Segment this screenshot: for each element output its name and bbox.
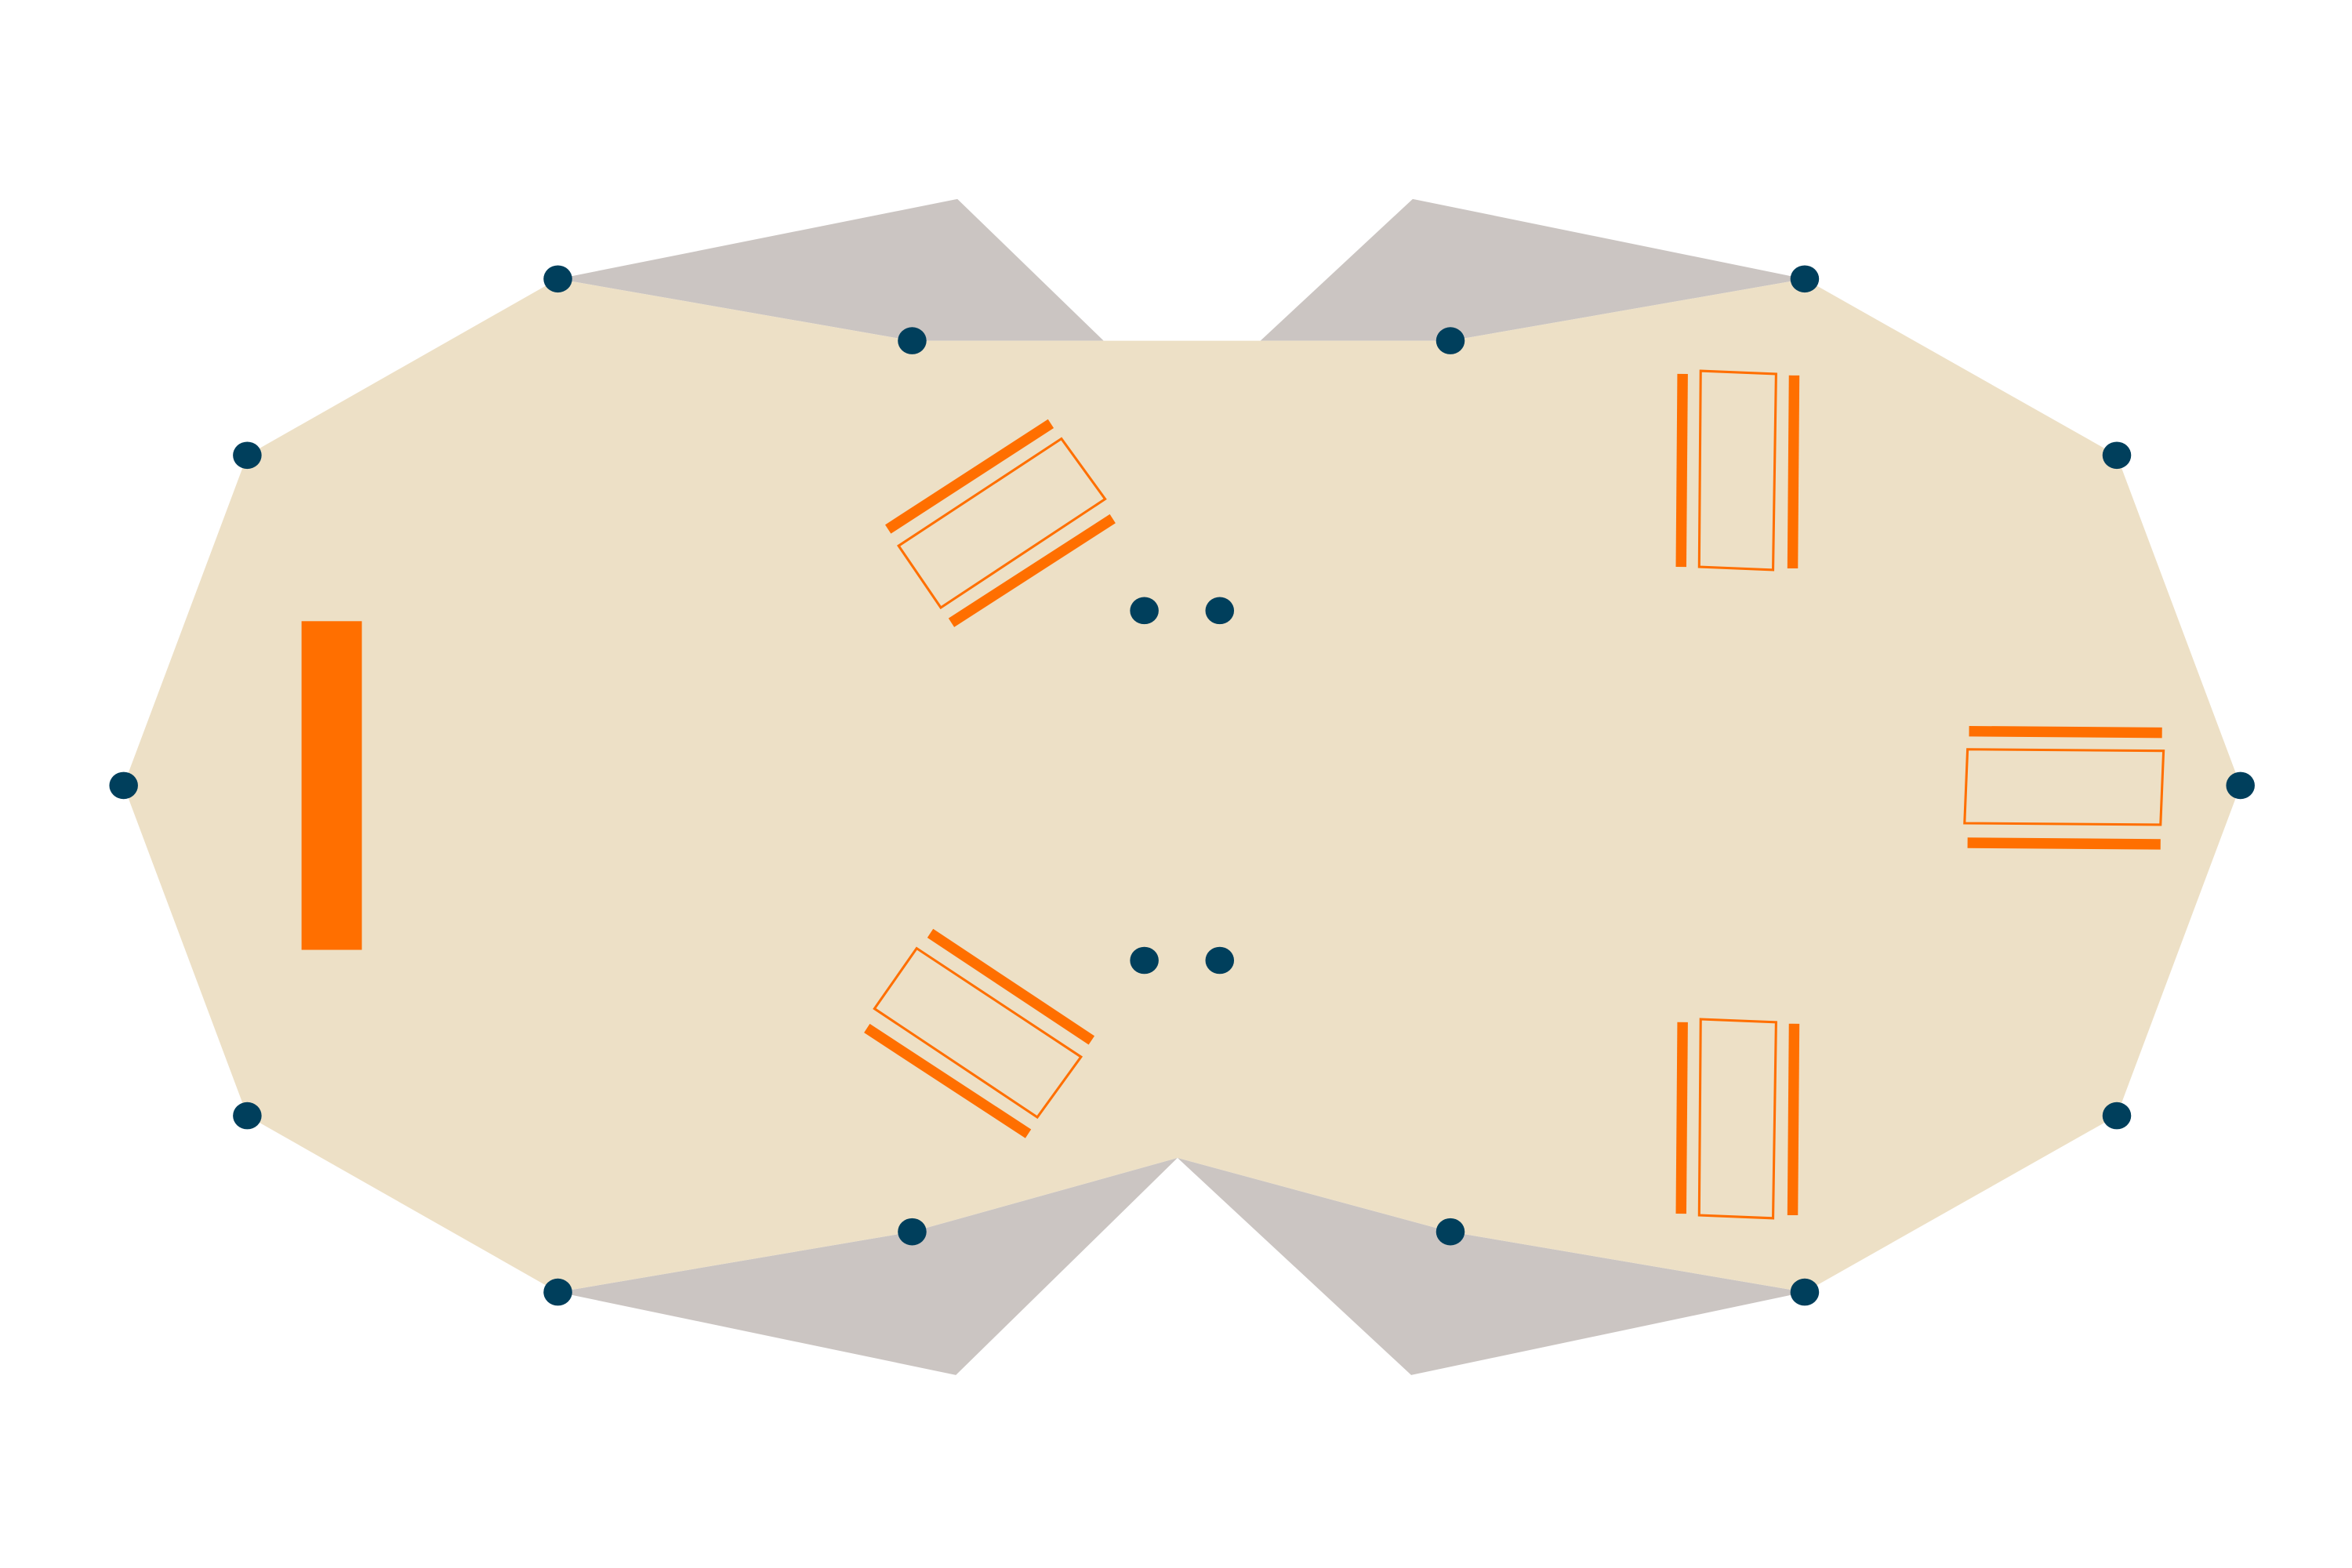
node-marker — [1205, 946, 1235, 975]
node-marker — [2226, 771, 2255, 800]
node-marker — [1436, 1218, 1465, 1246]
table — [1697, 1018, 1777, 1220]
node-marker — [2102, 441, 2132, 470]
node-marker — [898, 327, 927, 354]
bench — [1967, 837, 2161, 850]
seating-group-bottom-right — [1675, 1018, 1800, 1220]
seating-group-top-left — [885, 419, 1116, 627]
bench — [864, 1023, 1032, 1138]
seating-group-bottom-left — [864, 928, 1095, 1138]
bench — [885, 419, 1054, 534]
nodes — [109, 265, 2255, 1306]
node-marker — [543, 265, 572, 293]
node-marker — [1790, 265, 1820, 293]
table — [1963, 748, 2165, 826]
bench — [1675, 1022, 1688, 1214]
wing-bottom-right — [1177, 1157, 1805, 1375]
bench — [1787, 1023, 1800, 1216]
seating-group-right — [1963, 725, 2165, 850]
node-marker — [233, 441, 262, 470]
node-marker — [1436, 327, 1465, 354]
wings — [557, 198, 1805, 1375]
node-marker — [109, 771, 138, 800]
counter-block — [301, 621, 362, 950]
table — [897, 437, 1107, 610]
node-marker — [1130, 597, 1159, 625]
node-marker — [1205, 597, 1235, 625]
floor-area — [123, 278, 2241, 1293]
node-marker — [543, 1278, 572, 1306]
wing-top-right — [1260, 198, 1805, 341]
node-marker — [1790, 1278, 1820, 1306]
wing-top-left — [557, 198, 1104, 341]
node-marker — [898, 1218, 927, 1246]
node-marker — [1130, 946, 1159, 975]
table — [873, 946, 1083, 1120]
bench — [948, 514, 1116, 627]
node-marker — [2102, 1102, 2132, 1130]
table — [1697, 369, 1777, 572]
seating-group-top-right — [1675, 369, 1800, 572]
bench — [1675, 373, 1688, 568]
wing-bottom-left — [557, 1157, 1178, 1375]
node-marker — [233, 1102, 262, 1130]
bench — [1969, 725, 2162, 739]
bench — [927, 928, 1095, 1045]
bench — [1787, 375, 1800, 569]
